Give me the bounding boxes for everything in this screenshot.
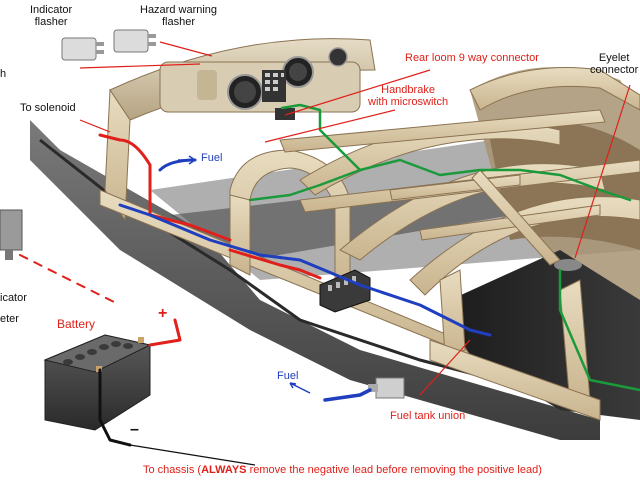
battery-label: Battery: [57, 317, 96, 331]
left-edge-fragment-2: icator: [0, 292, 27, 304]
fuel-tank: [450, 250, 640, 420]
relay-box: [319, 269, 371, 313]
handbrake-label: Handbrake with microswitch: [368, 84, 448, 108]
left-edge-fragment-3: eter: [0, 313, 19, 325]
caption-prefix: To chassis (: [143, 464, 202, 476]
handbrake-label-line2: with microswitch: [368, 96, 449, 108]
leader-lines: [79, 41, 631, 466]
solenoid: [0, 209, 23, 260]
eyelet-connector-label-line2: connector: [590, 64, 639, 76]
fuel-label-lower: Fuel: [277, 370, 299, 382]
fuel-label-upper: Fuel: [201, 152, 223, 164]
fuel-tank-union-label: Fuel tank union: [390, 410, 466, 422]
indicator-flasher-label: Indicator flasher: [30, 4, 72, 28]
left-edge-fragment-1: h: [0, 68, 7, 80]
to-solenoid-label: To solenoid: [20, 102, 76, 114]
fuel-arrow-upper: [178, 155, 196, 165]
hazard-flasher-label-line2: flasher: [162, 16, 196, 28]
instrument-panel: [197, 47, 348, 110]
fuel-arrow-lower: [289, 382, 311, 394]
chassis-caption: To chassis (ALWAYS remove the negative l…: [143, 464, 542, 476]
indicator-flasher-unit: [61, 37, 104, 61]
fuel-tank-union: [368, 377, 405, 399]
hazard-flasher-label-line1: Hazard warning: [140, 4, 218, 16]
positive-terminal-sign: +: [158, 305, 168, 322]
caption-bold: ALWAYS: [201, 464, 247, 476]
eyelet-connector-label: Eyelet connector: [590, 52, 638, 76]
hazard-flasher-label: Hazard warning flasher: [140, 4, 217, 28]
handbrake-label-line1: Handbrake: [381, 84, 435, 96]
indicator-flasher-label-line2: flasher: [34, 16, 68, 28]
battery: [43, 334, 152, 431]
rear-loom-label: Rear loom 9 way connector: [405, 52, 539, 64]
wires: [19, 103, 640, 447]
negative-terminal-sign: –: [130, 421, 139, 438]
hazard-flasher-unit: [113, 29, 156, 53]
rear-loom-connector: [275, 108, 295, 120]
eyelet-connector-label-line1: Eyelet: [598, 52, 630, 64]
caption-suffix: remove the negative lead before removing…: [246, 464, 542, 476]
indicator-flasher-label-line1: Indicator: [30, 4, 73, 16]
